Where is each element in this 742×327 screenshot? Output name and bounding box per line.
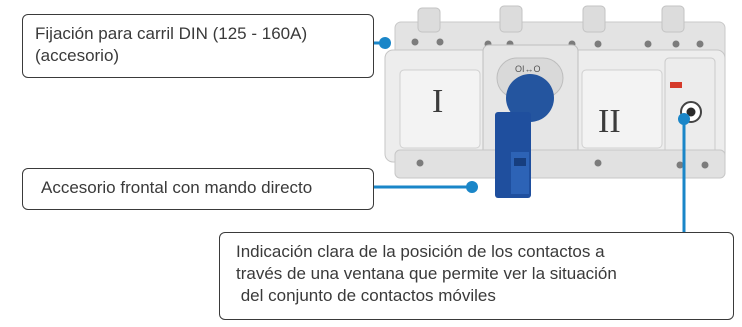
callout-din-rail-line2: (accesorio) xyxy=(35,46,120,65)
position-label-i: I xyxy=(432,83,443,120)
callout-contact-window-line3: del conjunto de contactos móviles xyxy=(236,286,496,305)
callout-contact-window: Indicación clara de la posición de los c… xyxy=(219,232,734,320)
callout-din-rail: Fijación para carril DIN (125 - 160A) (a… xyxy=(22,14,374,78)
rotary-handle[interactable] xyxy=(495,74,554,198)
changeover-switch-body xyxy=(384,5,726,179)
callout-din-rail-line1: Fijación para carril DIN (125 - 160A) xyxy=(35,24,308,43)
callout-front-handle: Accesorio frontal con mando directo xyxy=(22,168,374,210)
handle-marking: OI↔O xyxy=(515,64,541,74)
callout-front-handle-line1: Accesorio frontal con mando directo xyxy=(41,178,313,197)
position-label-ii: II xyxy=(598,103,621,140)
leader-lines xyxy=(374,37,690,232)
callout-contact-window-line1: Indicación clara de la posición de los c… xyxy=(236,242,605,261)
callout-contact-window-line2: través de una ventana que permite ver la… xyxy=(236,264,617,283)
